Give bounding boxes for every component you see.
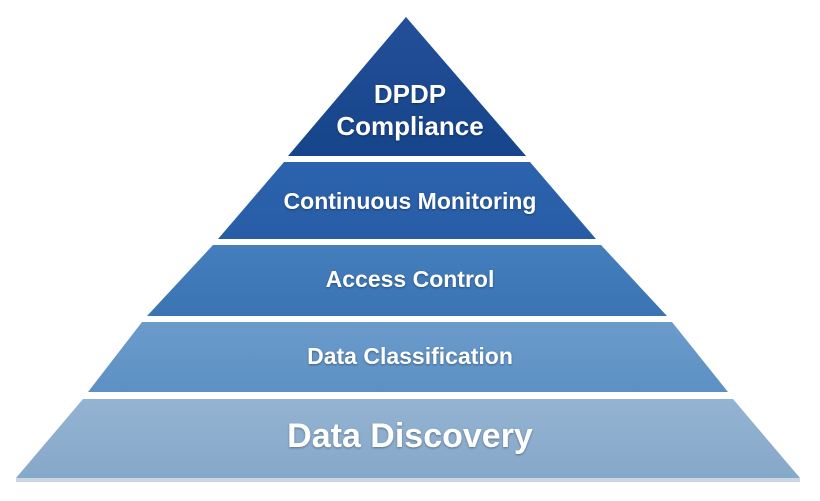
tier-label-dpdp-compliance: DPDP Compliance — [0, 78, 820, 142]
tier-1-line-2: Compliance — [336, 111, 484, 141]
pyramid-tier-5 — [16, 399, 800, 478]
pyramid-tier-1 — [288, 17, 526, 156]
pyramid-tier-3 — [147, 245, 667, 316]
tier-label-data-discovery: Data Discovery — [287, 417, 533, 455]
tier-label-access-control: Access Control — [325, 266, 495, 292]
tier-label-data-classification: Data Classification — [307, 343, 513, 369]
pyramid-tier-4 — [88, 322, 728, 392]
pyramid-base-shadow — [16, 478, 800, 482]
tier-1-line-1: DPDP — [373, 79, 447, 109]
pyramid-tier-2 — [218, 162, 596, 239]
tier-label-continuous-monitoring: Continuous Monitoring — [283, 188, 537, 214]
